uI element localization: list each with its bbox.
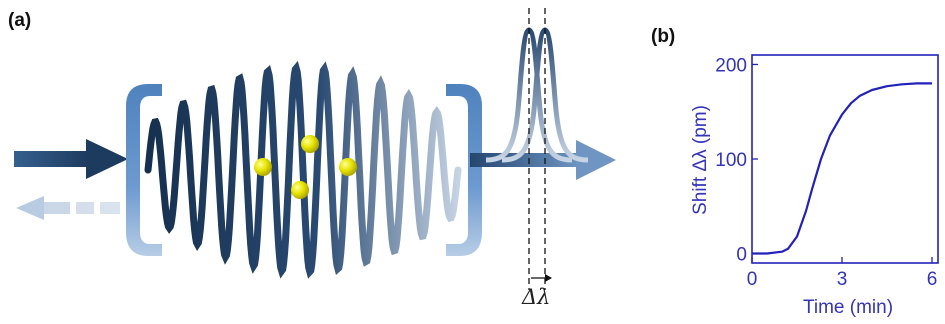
- shift-series-line: [752, 83, 932, 253]
- chart-b: 0 3 6 0 100 200: [715, 55, 938, 290]
- y-tick-label: 100: [715, 150, 747, 171]
- cavity-wave: [148, 68, 458, 271]
- y-tick-label: 200: [715, 55, 747, 76]
- y-tick-label: 0: [736, 245, 747, 266]
- right-mirror: [446, 84, 482, 256]
- panel-b: (b) Shift Δλ (pm) Time (min) 0 3 6 0 100 200: [651, 26, 938, 318]
- particle: [339, 158, 357, 176]
- left-mirror: [126, 84, 162, 256]
- particle: [301, 135, 319, 153]
- shift-arrowhead: [545, 274, 552, 282]
- x-tick-label: 3: [837, 269, 848, 290]
- particle: [291, 181, 309, 199]
- x-tick-label: 0: [747, 269, 758, 290]
- reflected-arrow: [16, 196, 120, 220]
- panel-a: (a): [8, 8, 616, 309]
- plot-frame: [752, 55, 938, 263]
- input-arrow: [14, 139, 128, 179]
- x-axis-label: Time (min): [803, 297, 893, 318]
- panel-a-label: (a): [8, 10, 31, 31]
- delta-lambda-label: Δλ: [521, 285, 550, 309]
- x-tick-label: 6: [927, 269, 938, 290]
- panel-b-label: (b): [651, 26, 675, 47]
- y-axis-label: Shift Δλ (pm): [690, 105, 711, 215]
- particle: [254, 158, 272, 176]
